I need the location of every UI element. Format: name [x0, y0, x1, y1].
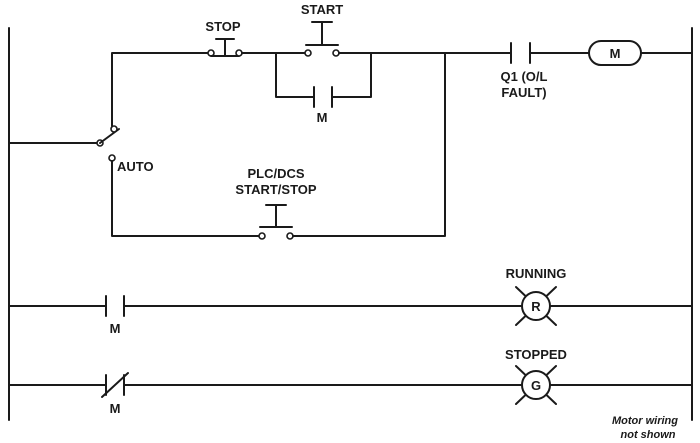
terminal	[258, 232, 266, 240]
rung-stopped-lamp	[8, 365, 693, 405]
stopped-contact-slash	[101, 372, 129, 398]
running-lamp	[515, 286, 557, 326]
terminal	[110, 125, 118, 133]
note-line1: Motor wiring	[612, 415, 678, 427]
note-line2: not shown	[621, 429, 676, 441]
overload-label-line1: Q1 (O/L	[501, 69, 548, 84]
rung-motor-control	[8, 21, 693, 240]
start-pushbutton	[304, 21, 340, 57]
running-lamp-letter: R	[531, 299, 541, 314]
running-label: RUNNING	[506, 266, 567, 281]
start-label: START	[301, 2, 343, 17]
running-contact-label: M	[110, 321, 121, 336]
terminal	[304, 49, 312, 57]
stopped-contact-label: M	[110, 401, 121, 416]
plc-label-line1: PLC/DCS	[247, 166, 304, 181]
auto-selector-switch	[96, 125, 120, 162]
wire	[292, 52, 446, 237]
motor-coil-label: M	[610, 46, 621, 61]
stopped-label: STOPPED	[505, 347, 567, 362]
stop-label: STOP	[205, 19, 240, 34]
wire	[111, 160, 260, 237]
stop-pushbutton	[207, 38, 243, 57]
seal-in-branch-wire	[332, 52, 372, 98]
stopped-lamp	[515, 365, 557, 405]
seal-in-branch-wire	[275, 52, 314, 98]
rung-running-lamp	[8, 286, 693, 326]
auto-label: AUTO	[117, 159, 154, 174]
seal-in-contact-label: M	[317, 110, 328, 125]
plc-label-line2: START/STOP	[235, 182, 316, 197]
overload-label-line2: FAULT)	[501, 85, 546, 100]
stopped-lamp-letter: G	[531, 378, 541, 393]
plc-start-stop-contact	[258, 204, 294, 240]
wire	[111, 52, 209, 127]
